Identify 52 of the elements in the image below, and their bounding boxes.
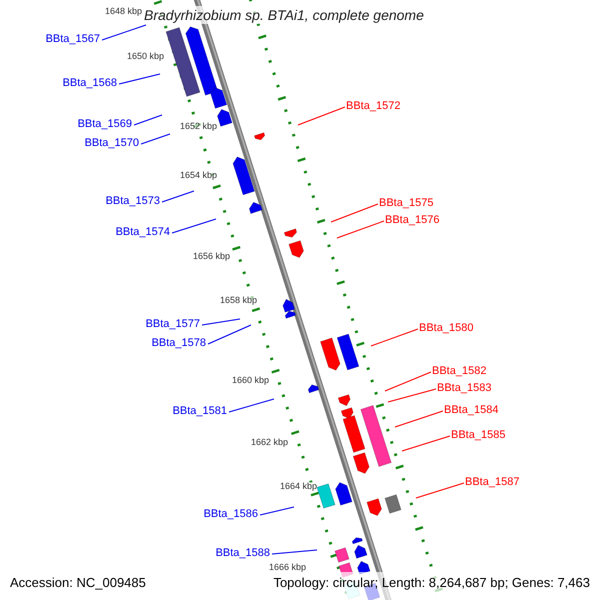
leader-line [208,324,252,344]
scale-label: 1654 kbp [180,171,218,180]
leader-line [162,190,194,202]
gene-label: BBta_1581 [172,406,227,417]
leader-line [118,74,160,84]
leader-line [416,482,464,498]
scale-label: 1650 kbp [127,52,164,61]
leader-line [272,550,318,554]
gene-label: BBta_1585 [451,430,506,441]
leader-line [172,218,216,234]
gene-label: BBta_1567 [46,34,100,45]
gene-label: BBta_1584 [444,405,498,416]
leader-line [388,388,436,402]
gene-label: BBta_1580 [419,323,474,334]
gene-label: BBta_1583 [437,383,492,394]
gene-label: BBta_1577 [146,319,200,330]
scale-label: 1664 kbp [280,482,318,491]
leader-line [402,436,450,452]
gene-label: BBta_1587 [465,477,520,488]
leader-line [330,204,378,222]
leader-line [370,328,418,346]
gene-label: BBta_1578 [152,338,206,349]
leader-line [394,410,444,428]
scale-label: 1658 kbp [220,296,258,305]
scale-label: 1648 kbp [105,7,142,16]
gene-label: BBta_1570 [84,138,139,149]
leader-line [102,24,146,40]
gene-label: BBta_1573 [106,196,160,207]
scale-label: 1656 kbp [193,252,230,261]
leader-line [384,372,432,392]
leader-line [298,106,346,126]
leader-line [336,220,384,238]
leader-line [202,318,240,326]
leader-line [134,114,162,126]
scale-label: 1666 kbp [269,563,306,572]
gene-label: BBta_1575 [379,198,434,209]
gene-label: BBta_1572 [346,101,400,112]
gene-label: BBta_1574 [116,227,170,238]
scale-label: 1662 kbp [251,438,288,447]
scale-label: 1652 kbp [180,122,218,131]
gene-label: BBta_1576 [385,215,440,226]
leader-line [140,134,170,144]
gene-label: BBta_1582 [432,366,486,377]
leader-line [260,506,294,516]
genome-info-text: Topology: circular; Length: 8,264,687 bp; Genes: 7,463 [273,576,590,589]
gene-label: BBta_1569 [78,119,132,130]
leader-line [228,398,274,412]
scale-label: 1660 kbp [232,376,270,385]
gene-label: BBta_1586 [204,509,258,520]
accession-text: Accession: NC_009485 [10,576,146,589]
gene-label: BBta_1568 [62,78,117,89]
gene-label: BBta_1588 [216,548,270,559]
